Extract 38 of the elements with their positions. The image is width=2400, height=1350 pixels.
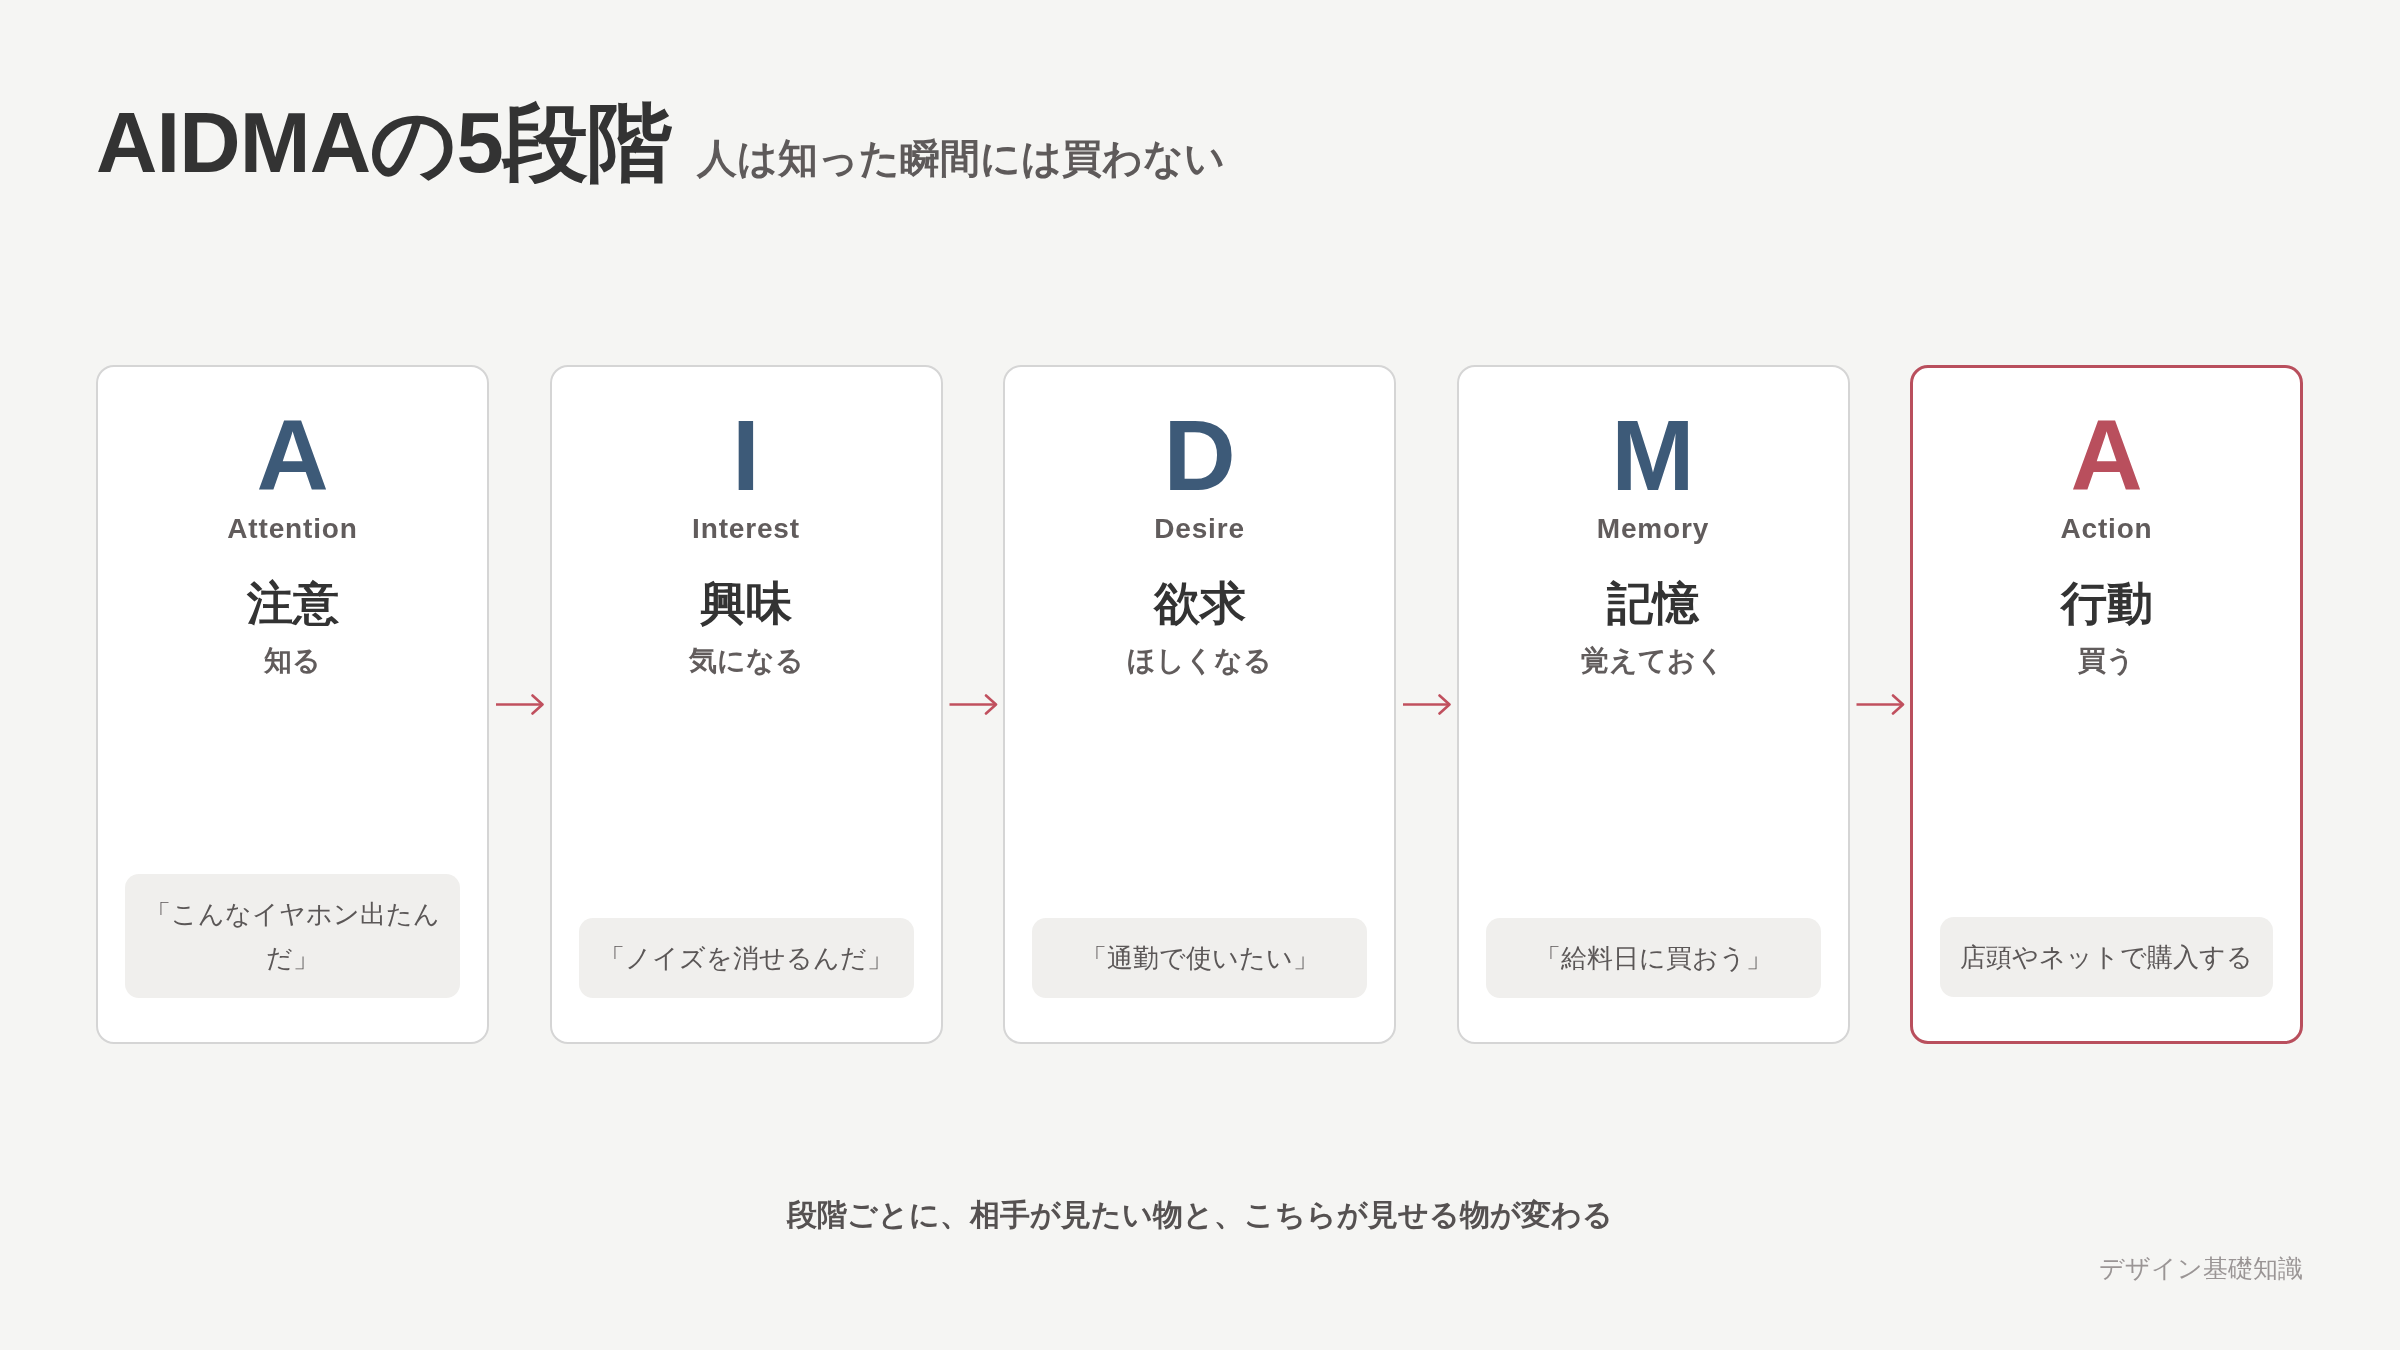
quote-box: 「給料日に買おう」	[1485, 918, 1821, 998]
arrow	[496, 694, 544, 715]
stage-verb: 買う	[2078, 647, 2135, 675]
stage-verb: 気になる	[688, 647, 804, 675]
japanese-stage-name: 行動	[2060, 580, 2153, 626]
english-stage-name: Desire	[1154, 515, 1245, 543]
stage-card	[1910, 365, 2303, 1044]
japanese-stage-name: 興味	[700, 580, 792, 626]
stage-letter: M	[1611, 405, 1695, 505]
title: AIDMAの5段階	[96, 100, 672, 185]
subtitle: 人は知った瞬間には買わない	[697, 138, 1226, 178]
stage-verb: 覚えておく	[1581, 647, 1725, 675]
arrow	[1403, 694, 1451, 715]
stage-verb: ほしくなる	[1127, 647, 1272, 675]
arrow	[949, 694, 998, 715]
japanese-stage-name: 欲求	[1153, 580, 1246, 626]
arrow	[1856, 694, 1905, 715]
stage-letter: A	[256, 405, 329, 505]
english-stage-name: Memory	[1596, 515, 1710, 543]
stage-card	[1003, 365, 1396, 1044]
stage-verb: 知る	[264, 647, 321, 675]
footer-text: デザイン基礎知識	[2099, 1256, 2303, 1281]
quote-box: 店頭やネットで購入する	[1940, 917, 2273, 997]
stage-letter: I	[732, 405, 760, 505]
japanese-stage-name: 記憶	[1607, 580, 1699, 626]
stage-card	[96, 365, 489, 1044]
quote-box: 「ノイズを消せるんだ」	[578, 918, 914, 998]
english-stage-name: Attention	[227, 515, 358, 543]
stage-card	[1456, 365, 1850, 1044]
quote-box: 「こんなイヤホン出たんだ」	[125, 874, 460, 998]
stage-card	[549, 365, 943, 1044]
stage-letter: A	[2070, 405, 2143, 505]
quote-box: 「通勤で使いたい」	[1032, 918, 1367, 998]
stage-letter: D	[1163, 405, 1236, 505]
english-stage-name: Interest	[692, 515, 800, 543]
english-stage-name: Action	[2060, 515, 2153, 543]
caption: 段階ごとに、相手が見たい物と、こちらが見せる物が変わる	[787, 1200, 1613, 1230]
japanese-stage-name: 注意	[246, 580, 339, 626]
